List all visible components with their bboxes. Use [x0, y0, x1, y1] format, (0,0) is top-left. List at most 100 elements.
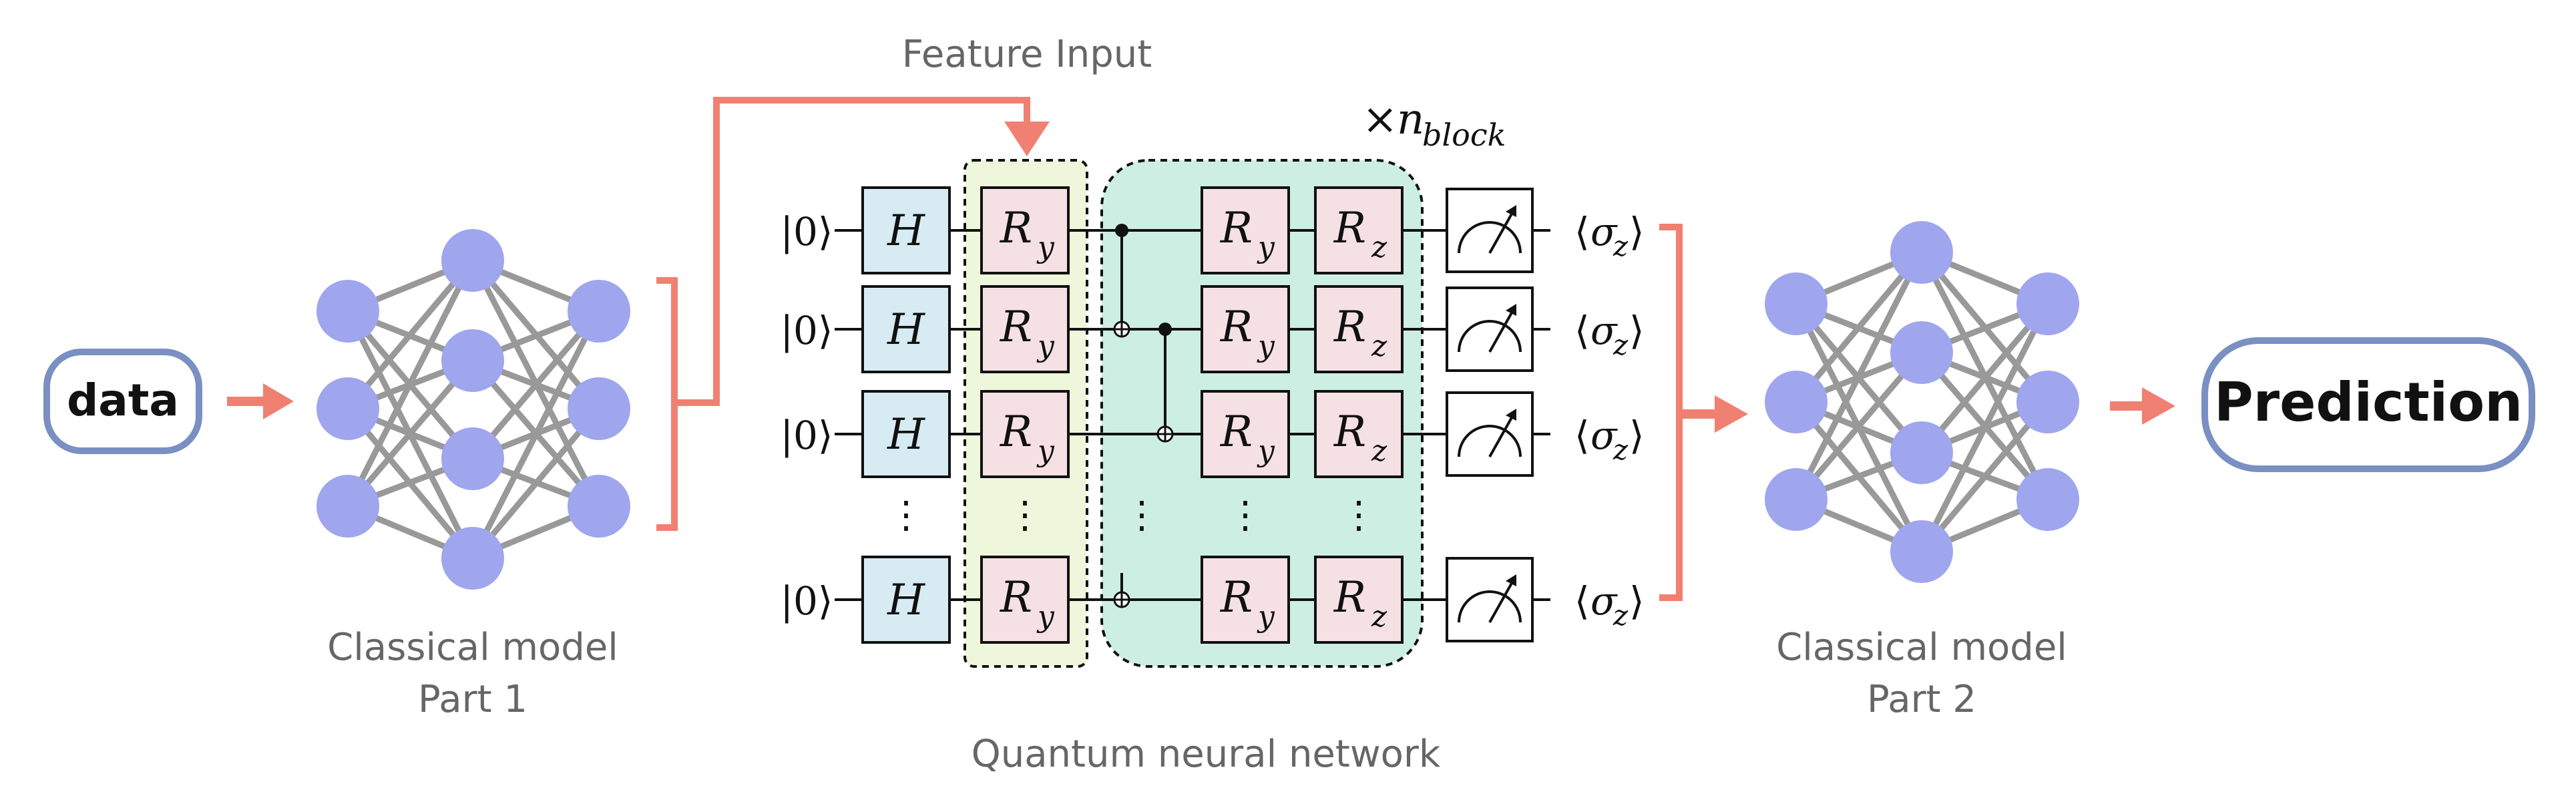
expectation-sigma: σ	[1590, 413, 1618, 458]
network-node	[568, 377, 630, 440]
network-node	[568, 280, 630, 343]
classical-model-part-1-network	[316, 229, 630, 590]
encoding-ry-gate-label: R	[1000, 407, 1032, 457]
network-node	[1890, 321, 1953, 384]
prediction-output-box: Prediction	[2201, 337, 2535, 472]
block-repeat-label: × n block	[1362, 95, 1506, 153]
block-rz-gate-subscript: z	[1371, 434, 1387, 468]
block-ry-gate-subscript: y	[1257, 230, 1275, 264]
block-rz-gate-subscript: z	[1371, 230, 1387, 264]
expectation-sigma: σ	[1590, 308, 1618, 353]
encoding-ry-gate-subscript: y	[1036, 434, 1055, 468]
network-node	[2016, 468, 2079, 531]
network-edge	[1919, 400, 2051, 554]
network-node	[2016, 272, 2079, 335]
meter-needle	[1488, 309, 1515, 353]
arrow-model2-to-prediction	[2110, 387, 2175, 425]
network-node	[441, 229, 504, 292]
expectation-open-bracket: ⟨	[1574, 413, 1590, 458]
data-input-box: data	[43, 349, 202, 454]
encoding-ry-gate-subscript: y	[1036, 329, 1055, 363]
expectation-close-bracket: ⟩	[1629, 308, 1645, 353]
feature-input-label: Feature Input	[902, 33, 1152, 76]
times-symbol: ×	[1362, 95, 1398, 144]
measurement-gate	[1446, 557, 1534, 642]
block-rz-gate	[1314, 556, 1404, 644]
expectation-close-bracket: ⟩	[1629, 413, 1645, 458]
expectation-close-bracket: ⟩	[1629, 578, 1645, 624]
network-node	[316, 377, 379, 440]
expectation-sigma: σ	[1590, 578, 1618, 624]
vertical-ellipsis: ⋮	[1006, 493, 1044, 537]
network-edge	[1793, 351, 1924, 502]
vertical-ellipsis: ⋮	[1123, 493, 1160, 537]
expectation-open-bracket: ⟨	[1574, 578, 1590, 624]
block-ry-gate-label: R	[1220, 303, 1253, 352]
meter-needle	[1488, 413, 1515, 457]
expectation-subscript: z	[1613, 433, 1629, 466]
meter-arc	[1458, 320, 1522, 353]
vertical-ellipsis: ⋮	[1340, 493, 1377, 537]
network-edge	[469, 309, 602, 560]
expectation-subscript: z	[1613, 230, 1629, 262]
network-edge	[470, 407, 602, 560]
block-ry-gate	[1201, 390, 1290, 478]
network-edge	[470, 309, 602, 461]
classical-model-part-2-subtitle: Part 2	[1867, 678, 1976, 721]
block-ry-gate-subscript: y	[1257, 329, 1275, 363]
hadamard-gate-label: H	[887, 410, 925, 459]
hadamard-gate-label: H	[887, 206, 925, 256]
meter-needle	[1488, 579, 1515, 623]
initial-state-ket: |0⟩	[780, 209, 833, 254]
meter-arc	[1458, 425, 1522, 457]
initial-state-ket: |0⟩	[780, 413, 833, 458]
block-ry-gate	[1201, 285, 1290, 373]
block-rz-gate	[1314, 186, 1404, 274]
block-ry-gate-subscript: y	[1257, 434, 1275, 468]
arrow-data-to-model1	[227, 383, 294, 419]
hadamard-gate	[861, 390, 951, 478]
expectation-close-bracket: ⟩	[1629, 209, 1645, 254]
block-ry-gate-subscript: y	[1257, 600, 1275, 634]
network-edge	[345, 258, 476, 508]
vertical-ellipsis: ⋮	[887, 493, 925, 537]
encoding-ry-gate	[980, 186, 1070, 274]
measurement-gate	[1446, 391, 1534, 477]
block-rz-gate-label: R	[1333, 204, 1366, 253]
network-node	[1890, 520, 1953, 583]
network-edge	[1793, 250, 1925, 502]
block-rz-gate-label: R	[1333, 303, 1366, 352]
measurement-gate	[1446, 286, 1534, 372]
encoding-ry-gate-subscript: y	[1036, 600, 1055, 634]
classical-model-part-1-title: Classical model	[327, 626, 618, 669]
meter-needle-head	[1506, 205, 1516, 217]
network-node	[1765, 371, 1828, 433]
block-rz-gate	[1314, 285, 1404, 373]
control-dot	[1158, 323, 1172, 336]
network-node	[1890, 221, 1953, 284]
hadamard-gate-label: H	[887, 305, 925, 355]
network-node	[441, 527, 504, 590]
encoding-ry-gate-label: R	[1000, 303, 1032, 352]
model1-output-bracket	[656, 97, 1050, 531]
classical-model-part-1-subtitle: Part 1	[418, 678, 527, 721]
expectation-open-bracket: ⟨	[1574, 308, 1590, 353]
prediction-output-label: Prediction	[2214, 371, 2523, 433]
network-node	[1890, 421, 1953, 484]
hadamard-gate	[861, 285, 951, 373]
encoding-ry-gate	[980, 285, 1070, 373]
meter-needle-head	[1506, 574, 1516, 586]
block-rz-gate-label: R	[1333, 573, 1366, 622]
block-subscript: block	[1422, 117, 1506, 153]
encoding-ry-gate-label: R	[1000, 204, 1032, 253]
encoding-ry-gate-subscript: y	[1036, 230, 1055, 264]
meter-needle	[1488, 210, 1515, 254]
classical-model-part-2-title: Classical model	[1776, 626, 2067, 669]
encoding-ry-gate	[980, 390, 1070, 478]
expectation-sigma: σ	[1590, 209, 1618, 254]
initial-state-ket: |0⟩	[780, 578, 833, 624]
